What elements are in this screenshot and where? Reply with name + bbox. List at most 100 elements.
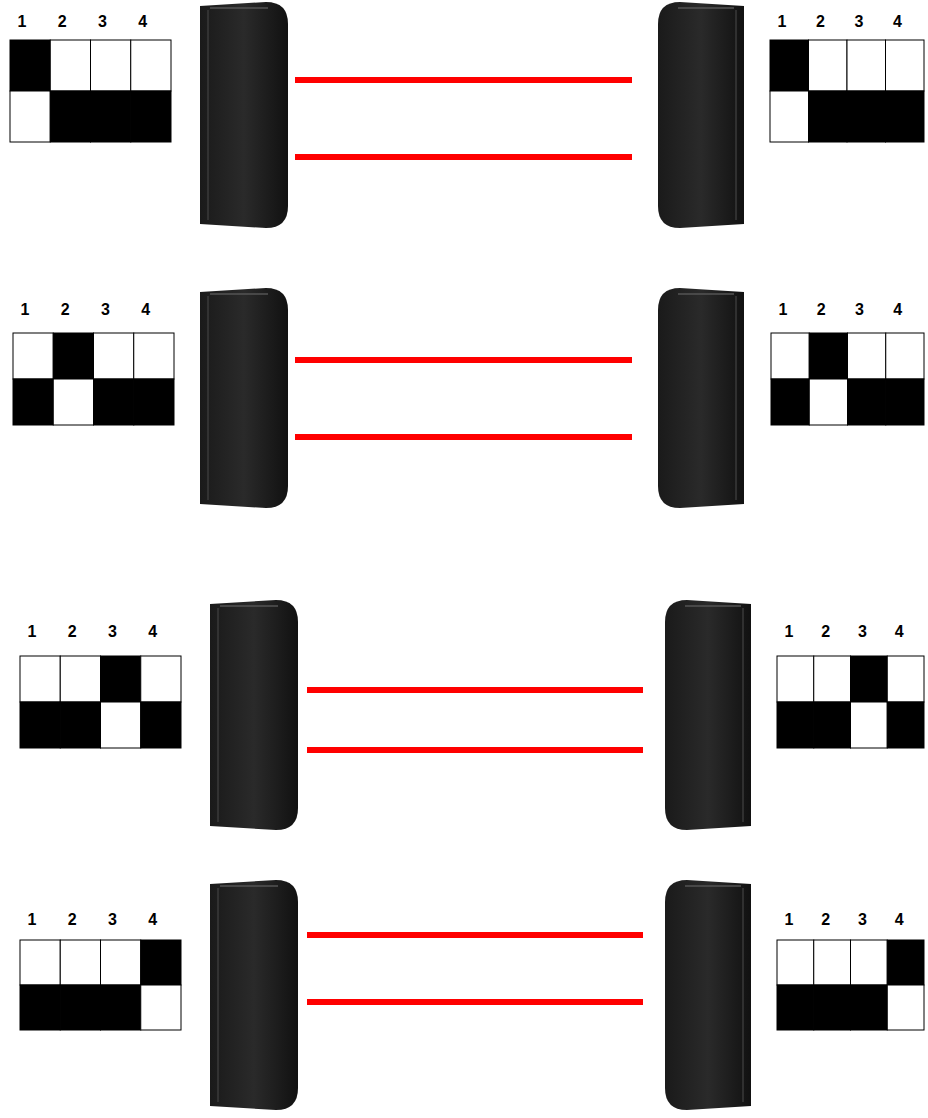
switch-cell: [886, 333, 924, 379]
switch-cell: [20, 702, 60, 748]
switch-cell: [141, 702, 181, 748]
switch-cell: [131, 40, 171, 91]
switch-number: 3: [101, 302, 110, 318]
housing-edge: [735, 10, 737, 220]
switch-cell: [13, 333, 53, 379]
switch-cell: [91, 91, 131, 142]
switch-number: 2: [821, 912, 830, 928]
switch-cell: [809, 379, 847, 425]
switch-cell: [20, 656, 60, 702]
housing-edge: [217, 608, 219, 822]
switch-cell: [60, 940, 100, 985]
switch-cell: [814, 940, 851, 985]
switch-number: 3: [858, 624, 867, 640]
switch-cell: [20, 940, 60, 985]
switch-cell: [134, 379, 174, 425]
sensor-housing: [658, 2, 744, 228]
switch-cell: [887, 985, 924, 1030]
switch-cell: [851, 985, 888, 1030]
switch-cell: [887, 656, 924, 702]
switch-cell: [848, 379, 886, 425]
switch-cell: [10, 40, 50, 91]
switch-number: 4: [138, 14, 147, 30]
switch-cell: [101, 702, 141, 748]
switch-cell: [13, 379, 53, 425]
sensor-housing: [200, 288, 288, 508]
housing-edge: [207, 10, 209, 220]
housing-highlight: [685, 885, 741, 887]
switch-number: 3: [108, 624, 117, 640]
switch-number: 1: [779, 302, 788, 318]
switch-number: 4: [141, 302, 150, 318]
sensor-housing: [210, 880, 298, 1110]
light-beam: [295, 357, 632, 363]
switch-cell: [809, 333, 847, 379]
switch-number: 1: [21, 302, 30, 318]
switch-cell: [777, 702, 814, 748]
switch-cell: [847, 91, 886, 142]
housing-edge: [207, 296, 209, 500]
switch-cell: [141, 940, 181, 985]
sensor-housing: [200, 2, 288, 228]
switch-cell: [50, 40, 90, 91]
switch-cell: [851, 702, 888, 748]
switch-number: 3: [108, 912, 117, 928]
switch-number: 1: [28, 624, 37, 640]
switch-number: 2: [816, 14, 825, 30]
switch-number: 2: [821, 624, 830, 640]
switch-cell: [10, 91, 50, 142]
housing-highlight: [685, 605, 741, 607]
switch-cell: [886, 91, 925, 142]
sensor-housing: [665, 880, 751, 1110]
switch-cell: [94, 333, 134, 379]
switch-cell: [101, 985, 141, 1030]
switch-number: 2: [68, 912, 77, 928]
sensor-housing: [658, 288, 744, 508]
switch-cell: [814, 656, 851, 702]
switch-cell: [851, 940, 888, 985]
switch-cell: [809, 40, 848, 91]
switch-cell: [101, 656, 141, 702]
sensor-housing: [665, 600, 751, 830]
switch-cell: [848, 333, 886, 379]
switch-cell: [847, 40, 886, 91]
light-beam: [307, 747, 643, 753]
switch-number: 3: [855, 14, 864, 30]
housing-highlight: [678, 293, 734, 295]
switch-cell: [777, 985, 814, 1030]
switch-cell: [60, 985, 100, 1030]
switch-number: 2: [68, 624, 77, 640]
switch-cell: [60, 656, 100, 702]
switch-cell: [771, 333, 809, 379]
light-beam: [307, 999, 643, 1005]
switch-cell: [771, 379, 809, 425]
switch-cell: [20, 985, 60, 1030]
switch-cell: [886, 40, 925, 91]
light-beam: [295, 434, 632, 440]
light-beam: [307, 932, 643, 938]
switch-number: 3: [98, 14, 107, 30]
switch-number: 1: [778, 14, 787, 30]
switch-cell: [814, 702, 851, 748]
switch-cell: [91, 40, 131, 91]
switch-cell: [809, 91, 848, 142]
switch-cell: [141, 985, 181, 1030]
switch-number: 4: [148, 624, 157, 640]
housing-highlight: [210, 7, 268, 9]
switch-number: 4: [148, 912, 157, 928]
switch-cell: [887, 940, 924, 985]
switch-number: 2: [817, 302, 826, 318]
switch-cell: [814, 985, 851, 1030]
switch-cell: [131, 91, 171, 142]
switch-cell: [134, 333, 174, 379]
switch-cell: [53, 379, 93, 425]
housing-edge: [742, 608, 744, 822]
switch-cell: [94, 379, 134, 425]
switch-number: 2: [58, 14, 67, 30]
switch-cell: [50, 91, 90, 142]
switch-cell: [141, 656, 181, 702]
switch-cell: [777, 940, 814, 985]
housing-highlight: [210, 293, 268, 295]
switch-number: 4: [895, 912, 904, 928]
